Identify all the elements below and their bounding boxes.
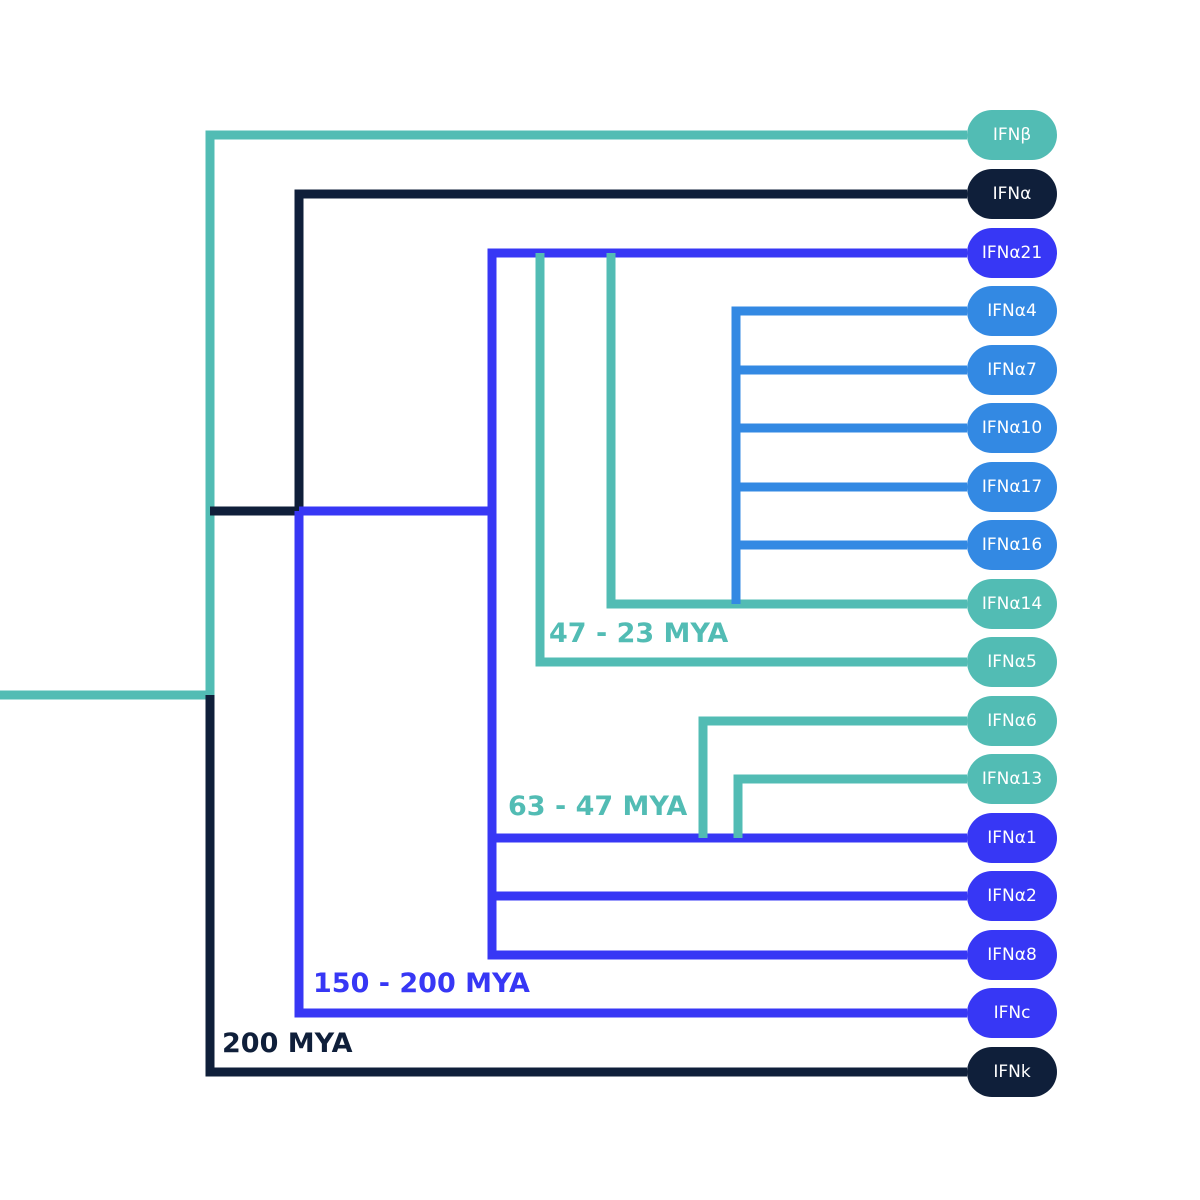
leaf-node: IFNα8 xyxy=(967,930,1057,980)
leaf-node: IFNα7 xyxy=(967,345,1057,395)
leaf-pill xyxy=(967,579,1057,629)
leaf-label: IFNα5 xyxy=(987,652,1037,672)
leaf-label: IFNα21 xyxy=(982,243,1042,263)
branch-ifna8 xyxy=(487,511,967,960)
era-label: 63 - 47 MYA xyxy=(508,791,687,822)
leaf-pill xyxy=(967,696,1057,746)
leaf-node: IFNα xyxy=(967,169,1057,219)
branch-ifna6 xyxy=(698,716,967,838)
leaf-label: IFNα1 xyxy=(987,828,1037,848)
leaf-pill xyxy=(967,462,1057,512)
branch-ifna13 xyxy=(733,774,967,838)
leaf-pill xyxy=(967,169,1057,219)
leaf-node: IFNα13 xyxy=(967,754,1057,804)
leaf-node: IFNα10 xyxy=(967,403,1057,453)
leaf-label: IFNα6 xyxy=(987,711,1037,731)
leaf-pill xyxy=(967,403,1057,453)
leaf-label: IFNα13 xyxy=(982,769,1042,789)
leaf-node: IFNα16 xyxy=(967,520,1057,570)
leaf-pill xyxy=(967,988,1057,1038)
leaf-label: IFNα8 xyxy=(987,945,1037,965)
branch-ifnk xyxy=(205,695,967,1077)
leaf-node: IFNα21 xyxy=(967,228,1057,278)
leaf-label: IFNα14 xyxy=(982,594,1042,614)
tree-branches xyxy=(0,130,967,1077)
branch-ifna21 xyxy=(487,248,967,511)
leaf-pill xyxy=(967,813,1057,863)
leaf-node: IFNα5 xyxy=(967,637,1057,687)
leaf-label: IFNα16 xyxy=(982,535,1042,555)
branch-ifna4 xyxy=(731,306,967,604)
leaf-node: IFNα14 xyxy=(967,579,1057,629)
leaf-label: IFNα17 xyxy=(982,477,1042,497)
leaf-pill xyxy=(967,637,1057,687)
leaf-node: IFNα2 xyxy=(967,871,1057,921)
leaf-label: IFNk xyxy=(993,1062,1031,1082)
era-label: 47 - 23 MYA xyxy=(549,618,728,649)
branch-ifna14 xyxy=(606,253,967,609)
era-labels: 47 - 23 MYA 63 - 47 MYA 150 - 200 MYA 200 M… xyxy=(222,618,728,1059)
era-label: 200 MYA xyxy=(222,1028,353,1059)
leaf-pill xyxy=(967,286,1057,336)
leaf-node: IFNβ xyxy=(967,110,1057,160)
leaf-pill xyxy=(967,520,1057,570)
leaf-node: IFNα4 xyxy=(967,286,1057,336)
leaf-pill xyxy=(967,1047,1057,1097)
era-label: 150 - 200 MYA xyxy=(313,968,530,999)
branch-ifnc xyxy=(294,511,967,1018)
leaf-label: IFNα4 xyxy=(987,301,1037,321)
leaf-node: IFNα17 xyxy=(967,462,1057,512)
leaf-label: IFNα2 xyxy=(987,886,1037,906)
leaf-label: IFNβ xyxy=(993,125,1031,145)
branch-ifna xyxy=(294,189,967,511)
leaf-pill xyxy=(967,930,1057,980)
leaf-label: IFNc xyxy=(994,1003,1031,1023)
leaf-label: IFNα10 xyxy=(982,418,1042,438)
leaf-pill xyxy=(967,345,1057,395)
branch-ifnb xyxy=(205,130,967,695)
leaf-label: IFNα xyxy=(993,184,1032,204)
leaf-node: IFNc xyxy=(967,988,1057,1038)
leaf-pill xyxy=(967,110,1057,160)
leaf-pill xyxy=(967,871,1057,921)
leaf-node: IFNk xyxy=(967,1047,1057,1097)
branch-ifna5 xyxy=(535,253,967,667)
leaf-pill xyxy=(967,754,1057,804)
leaf-pill xyxy=(967,228,1057,278)
leaf-node: IFNα1 xyxy=(967,813,1057,863)
leaf-node: IFNα6 xyxy=(967,696,1057,746)
tree-leaves: IFNβIFNαIFNα21IFNα4IFNα7IFNα10IFNα17IFNα… xyxy=(967,110,1057,1097)
leaf-label: IFNα7 xyxy=(987,360,1037,380)
